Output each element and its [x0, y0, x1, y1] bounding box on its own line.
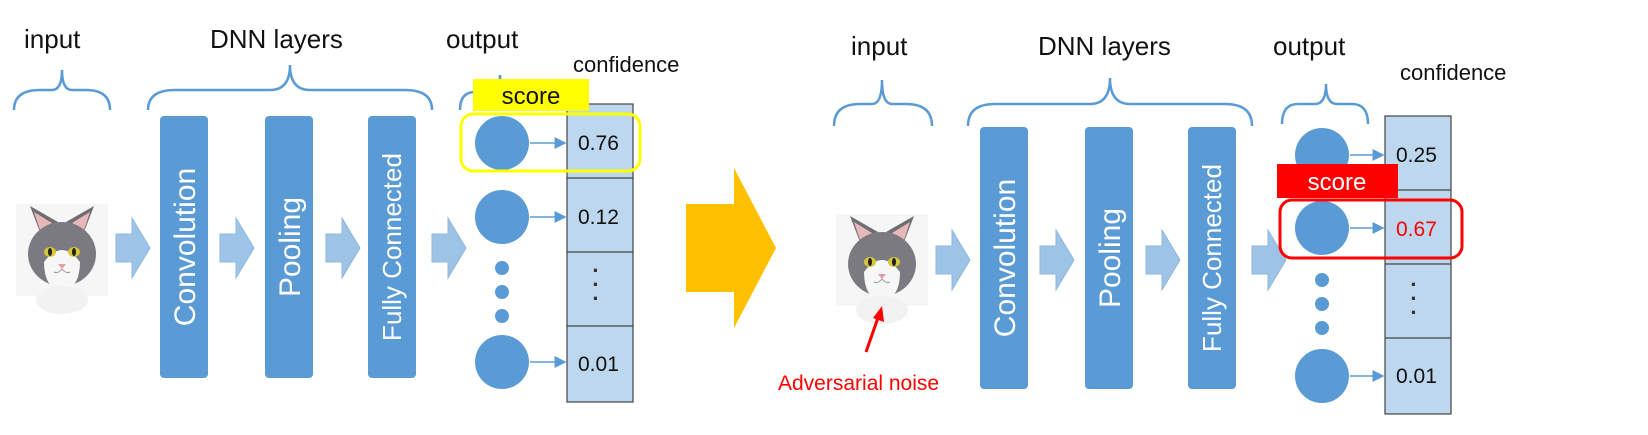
- right-layer-pooling-label: Pooling: [1094, 208, 1127, 308]
- left-input-brace: [12, 69, 112, 111]
- right-arrow-2: [1039, 228, 1075, 292]
- right-arrow-4: [1251, 228, 1287, 292]
- left-layer-convolution-label: Convolution: [169, 168, 202, 326]
- left-arrow-3: [325, 216, 361, 280]
- left-layer-fully-connected-label: Fully Connected: [377, 153, 407, 341]
- right-input-label: input: [851, 31, 908, 61]
- transition-arrow: [686, 168, 776, 328]
- left-output-neuron-0: [475, 116, 529, 170]
- left-layer-convolution: [160, 116, 208, 378]
- right-output-label: output: [1273, 31, 1346, 61]
- left-confidence-0: 0.76: [578, 132, 619, 155]
- right-layer-fully-connected-label: Fully Connected: [1197, 164, 1227, 352]
- left-panel: input DNN layers output confidence Convo…: [12, 24, 679, 403]
- right-confidence-3: 0.01: [1396, 365, 1437, 388]
- right-confidence-1: 0.67: [1396, 218, 1437, 241]
- right-dot-1: [1315, 273, 1329, 287]
- right-layer-convolution: [980, 127, 1028, 389]
- left-score-label: score: [502, 83, 561, 110]
- left-confidence-ellipsis: ···: [592, 258, 599, 311]
- right-confidence-column: [1384, 115, 1452, 415]
- adversarial-noise-label: Adversarial noise: [778, 372, 939, 395]
- left-arrow-4: [431, 216, 467, 280]
- right-dnn-layers-label: DNN layers: [1038, 31, 1171, 61]
- left-confidence-1: 0.12: [578, 206, 619, 229]
- right-output-brace: [1280, 83, 1370, 125]
- left-score-highlight: [459, 112, 642, 173]
- left-dnn-layers-label: DNN layers: [210, 24, 343, 54]
- right-layer-pooling: [1085, 127, 1133, 389]
- right-layer-convolution-label: Convolution: [989, 179, 1022, 337]
- left-dot-1: [495, 261, 509, 275]
- right-layers-brace: [966, 77, 1254, 127]
- left-layer-fully-connected: [368, 116, 416, 378]
- right-output-neuron-1: [1295, 201, 1349, 255]
- right-input-brace: [832, 79, 934, 127]
- left-confidence-3: 0.01: [578, 353, 619, 376]
- right-score-label: score: [1308, 169, 1367, 196]
- left-layers-brace: [146, 64, 434, 111]
- right-confidence-ellipsis: ···: [1410, 272, 1417, 325]
- right-output-neuron-3: [1295, 349, 1349, 403]
- right-score-badge: [1277, 164, 1398, 198]
- left-layer-pooling: [265, 116, 313, 378]
- right-confidence-label: confidence: [1400, 60, 1506, 85]
- right-confidence-0: 0.25: [1396, 144, 1437, 167]
- left-arrow-1: [115, 216, 151, 280]
- right-layer-fully-connected: [1188, 127, 1236, 389]
- left-score-badge: [473, 79, 589, 111]
- left-arrow-2: [219, 216, 255, 280]
- left-confidence-label: confidence: [573, 52, 679, 77]
- left-output-neuron-3: [475, 335, 529, 389]
- left-output-label: output: [446, 24, 519, 54]
- left-confidence-column: [566, 103, 634, 403]
- right-panel: input DNN layers output confidence Adver…: [778, 31, 1506, 415]
- left-output-neuron-1: [475, 190, 529, 244]
- left-layer-pooling-label: Pooling: [274, 197, 307, 297]
- right-dot-2: [1315, 297, 1329, 311]
- left-input-label: input: [24, 24, 81, 54]
- right-score-highlight: [1278, 198, 1464, 260]
- right-arrow-3: [1145, 228, 1181, 292]
- right-arrow-1: [935, 228, 971, 292]
- right-dot-3: [1315, 321, 1329, 335]
- left-dot-2: [495, 285, 509, 299]
- left-cat-image: [27, 205, 97, 315]
- left-dot-3: [495, 309, 509, 323]
